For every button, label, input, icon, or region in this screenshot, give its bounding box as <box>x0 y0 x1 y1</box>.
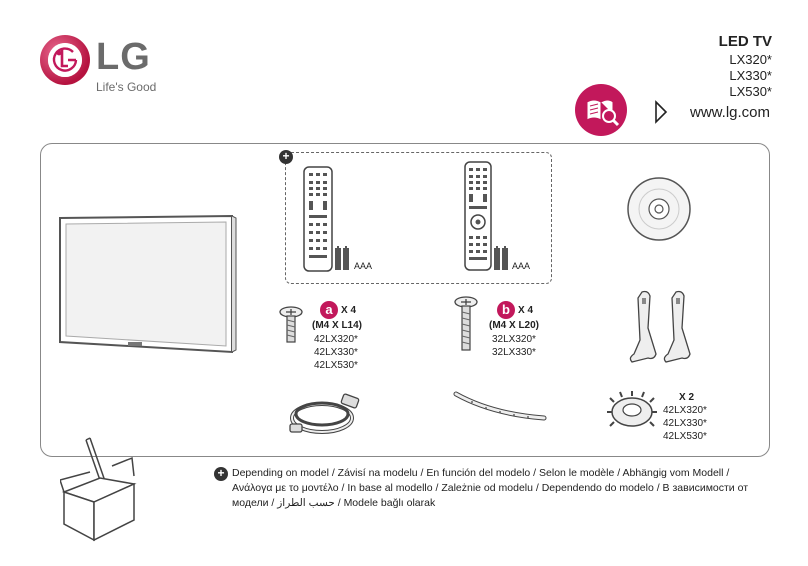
screw-b-model-2: 32LX330* <box>492 347 536 358</box>
badge-a: a <box>320 301 338 319</box>
brand-tagline: Life's Good <box>96 80 157 94</box>
stand-clip-model-3: 42LX530* <box>663 431 707 442</box>
screw-a-model-1: 42LX320* <box>314 334 358 345</box>
battery-label-1: AAA <box>354 261 373 271</box>
stand-clip-model-2: 42LX330* <box>663 418 707 429</box>
optional-accessories-box <box>285 152 552 284</box>
cable-holder-icon <box>453 391 547 421</box>
screw-b-icon <box>454 296 478 351</box>
cable-clip-icon <box>607 391 657 427</box>
lg-logo-mark <box>40 35 90 85</box>
screw-a-spec: (M4 X L14) <box>312 320 363 331</box>
lg-logo-text: LG <box>96 36 151 78</box>
battery-icon-2 <box>494 246 508 270</box>
screw-a-model-3: 42LX530* <box>314 360 358 371</box>
stand-clip-model-1: 42LX320* <box>663 405 707 416</box>
contents-frame <box>40 143 770 457</box>
product-title: LED TV <box>718 33 772 50</box>
book-magnifier-icon <box>575 84 627 136</box>
screw-a-qty: X 4 <box>341 305 357 316</box>
stand-clip-qty: X 2 <box>679 392 695 403</box>
badge-b: b <box>497 301 515 319</box>
model-3: LX530* <box>729 84 772 99</box>
footer-note: Depending on model / Závisí na modelu / … <box>232 467 749 509</box>
play-triangle-icon <box>655 100 668 124</box>
battery-label-2: AAA <box>512 261 531 271</box>
battery-icon-1 <box>335 246 349 270</box>
screw-b-qty: X 4 <box>518 305 534 316</box>
package-box-icon <box>60 437 137 542</box>
remote-control-2 <box>464 161 492 271</box>
cd-rom-icon <box>627 177 691 241</box>
stand-icon <box>629 290 691 363</box>
plus-circle-icon-footer: + <box>214 467 228 481</box>
plus-circle-icon: + <box>279 150 293 164</box>
model-2: LX330* <box>729 68 772 83</box>
screw-b-model-1: 32LX320* <box>492 334 536 345</box>
website-link[interactable]: www.lg.com <box>690 104 771 121</box>
tv-illustration <box>59 214 237 354</box>
screw-a-icon <box>279 306 303 343</box>
screw-a-model-2: 42LX330* <box>314 347 358 358</box>
remote-control-1 <box>303 166 333 272</box>
power-cable-icon <box>289 393 360 434</box>
screw-b-spec: (M4 X L20) <box>489 320 540 331</box>
model-1: LX320* <box>729 52 772 67</box>
